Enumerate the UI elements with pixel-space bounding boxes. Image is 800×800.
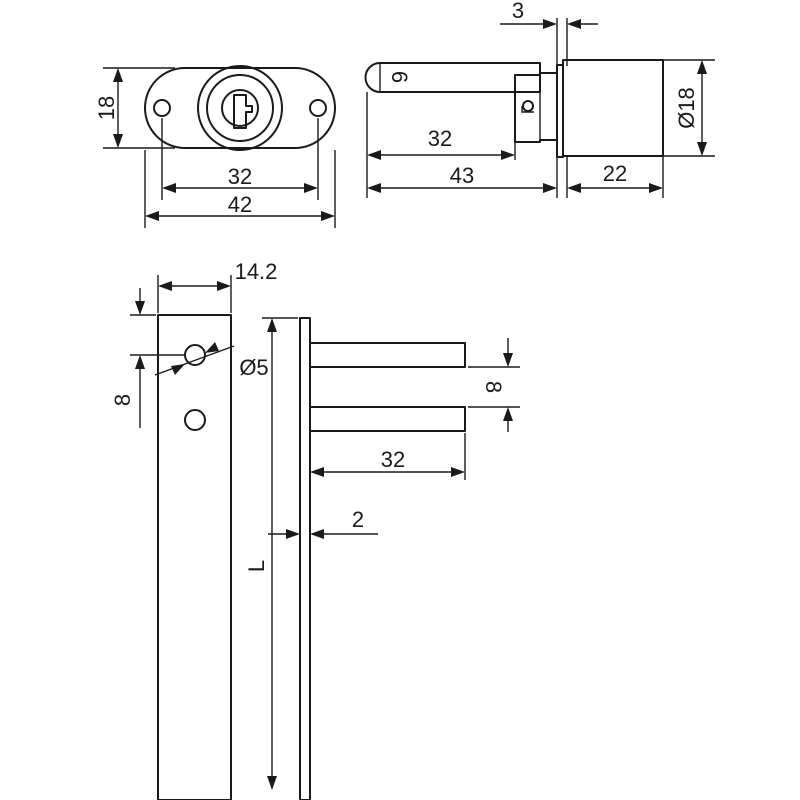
cylinder-outer-ring [197,65,283,151]
hole-spacing-label: 32 [228,164,252,189]
cylinder-inner-ring [206,74,274,142]
keeper-length-label: L [244,560,269,572]
pin-spacing-label: 8 [481,381,506,393]
front-view [144,65,336,151]
bolt-diameter-label: 6 [387,71,412,83]
bolt-length-label: 32 [428,126,452,151]
rim-thickness-label: 3 [512,0,524,23]
screw-hole-right [309,99,327,117]
side-view-dimensions: 3 6 Ø18 32 43 22 [366,0,715,198]
keeper-width-label: 14.2 [235,259,278,284]
cam-pin-detail [521,106,534,113]
keeper-hole-bottom [184,409,206,431]
keeper-view [157,314,466,800]
hole-diameter-label: Ø5 [239,355,268,380]
pin-bottom [309,406,466,432]
keyway-icon [233,94,253,129]
cylinder-body [562,59,664,157]
screw-hole-left [153,99,171,117]
overall-width-label: 42 [228,192,252,217]
keeper-view-dimensions: 14.2 Ø5 8 8 32 2 L [110,259,520,790]
pin-top [309,342,466,368]
cylinder-diameter-label: Ø18 [674,87,699,129]
key-plug [221,89,259,127]
mounting-plate [299,317,311,800]
total-length-label: 43 [450,163,474,188]
plate-thickness-label: 2 [352,507,364,532]
escutcheon-outline [144,67,336,149]
height-dimension-label: 18 [94,96,119,120]
cam-pin [522,100,534,112]
pin-length-label: 32 [381,447,405,472]
body-length-label: 22 [603,161,627,186]
side-view [364,59,664,158]
keeper-bar [157,314,232,800]
keeper-hole-top [184,344,206,366]
front-view-dimensions: 18 32 42 [94,67,336,228]
hole-offset-label: 8 [110,394,135,406]
